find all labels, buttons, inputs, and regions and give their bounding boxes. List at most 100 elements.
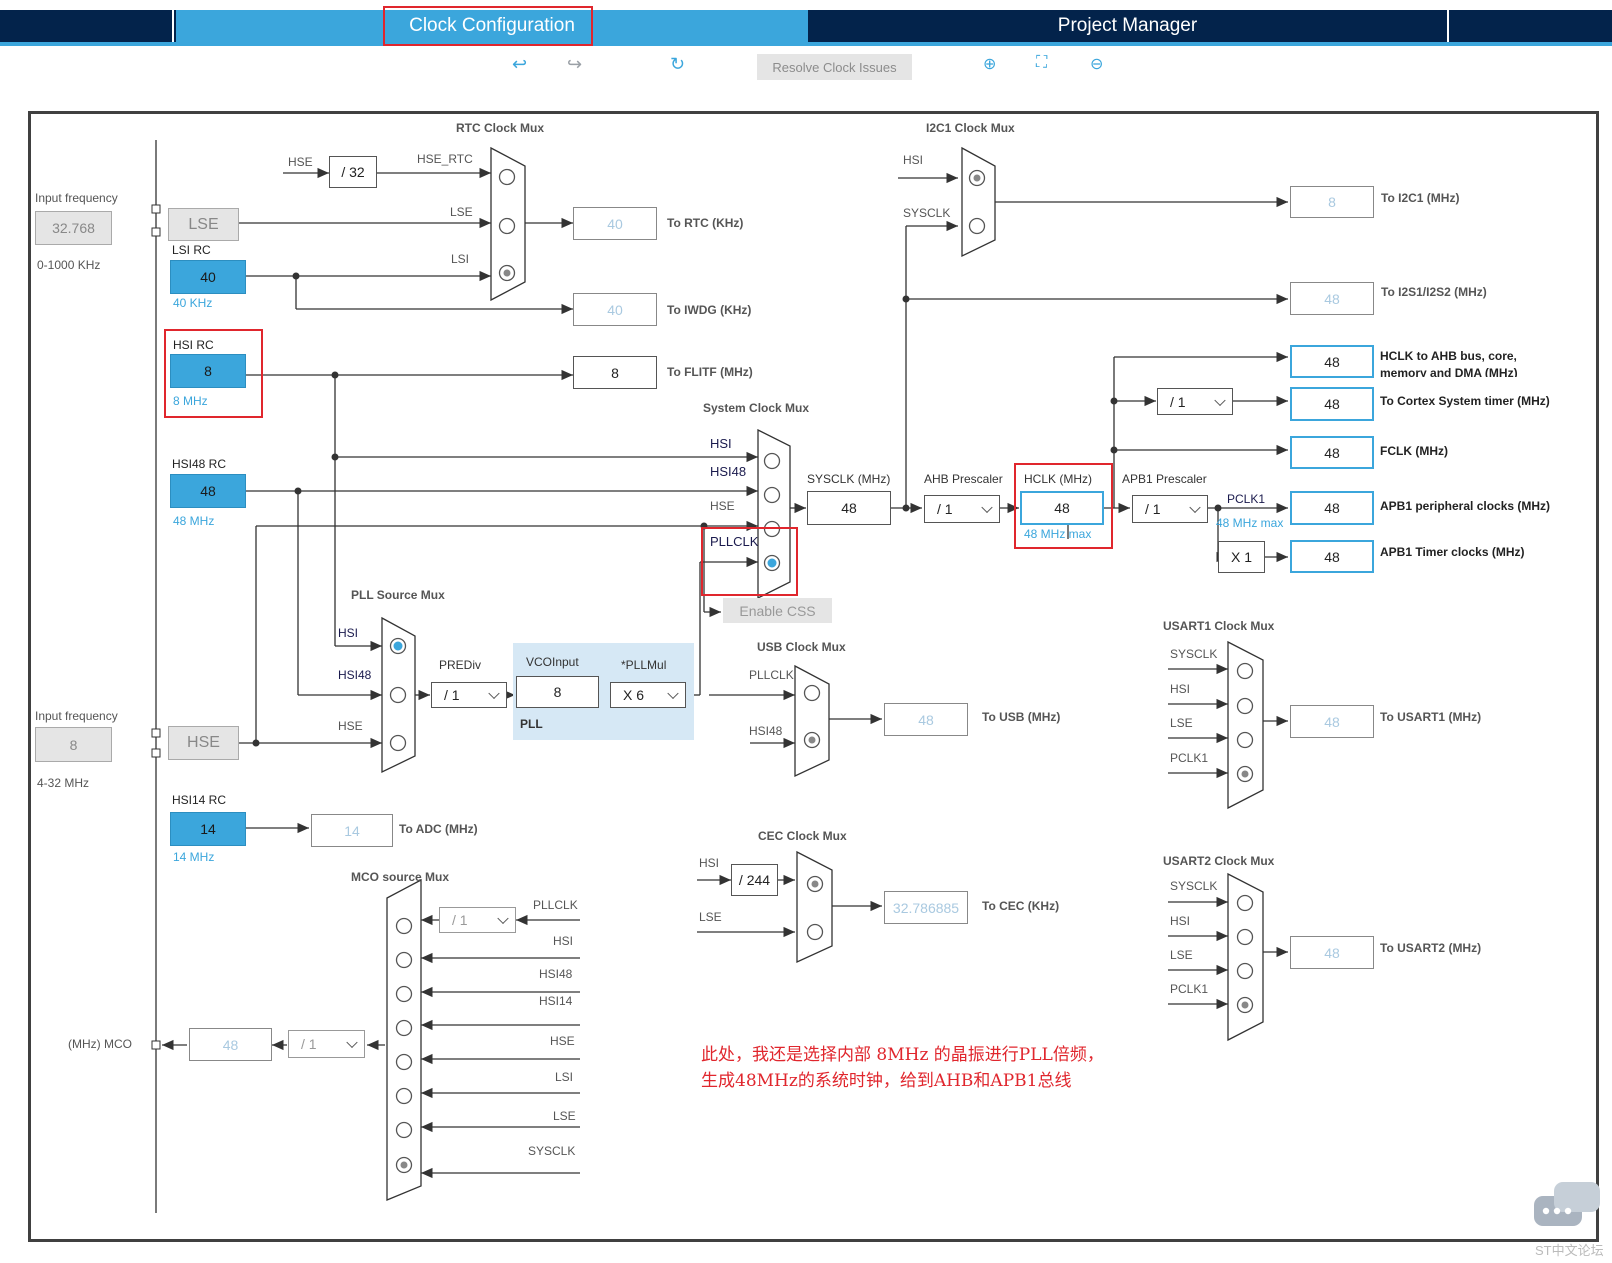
lse-block[interactable]: LSE [168, 208, 239, 241]
resolve-clock-issues-button[interactable]: Resolve Clock Issues [757, 54, 912, 80]
usart1-sysclk-label: SYSCLK [1170, 647, 1218, 661]
cec-output-field: 32.786885 [884, 891, 968, 924]
usb-pllclk-label: PLLCLK [749, 668, 794, 682]
cec-mux-title: CEC Clock Mux [758, 829, 847, 843]
hse-range-label: 4-32 MHz [37, 776, 90, 790]
mco-hse-label: HSE [550, 1034, 575, 1048]
usb-hsi48-label: HSI48 [749, 724, 783, 738]
chevron-down-icon [1189, 501, 1201, 514]
lse-input-frequency-label: Input frequency [35, 191, 118, 205]
lsi-rc-frequency: 40 KHz [173, 296, 213, 310]
chevron-down-icon [981, 501, 993, 514]
rtc-hse-divider: / 32 [329, 156, 377, 188]
usart2-output-field: 48 [1290, 936, 1374, 969]
redo-icon[interactable]: ↪ [567, 54, 583, 74]
hsi48-rc-frequency: 48 MHz [173, 514, 215, 528]
pll-name-label: PLL [520, 717, 543, 731]
fit-screen-icon[interactable]: ⛶ [1036, 54, 1048, 71]
chevron-down-icon [667, 687, 679, 700]
annotation-note-line1: 此处，我还是选择内部 8MHz 的晶振进行PLL倍频， [701, 1045, 1104, 1065]
mco-hsi48-label: HSI48 [539, 967, 573, 981]
usart1-output-label: To USART1 (MHz) [1380, 710, 1482, 724]
hclk-max-label: 48 MHz max [1024, 527, 1092, 541]
mco-hsi14-label: HSI14 [539, 994, 573, 1008]
apb1-timer-multiplier: X 1 [1218, 541, 1265, 573]
rtc-lse-label: LSE [450, 205, 473, 219]
mco-divider-value: / 1 [301, 1036, 317, 1052]
sysclk-value-field: 48 [807, 491, 891, 525]
usart2-lse-label: LSE [1170, 948, 1193, 962]
chevron-down-icon [1214, 394, 1226, 406]
zoom-in-icon[interactable]: ⊕ [983, 56, 997, 73]
pllmul-select[interactable]: X 6 [610, 682, 686, 708]
ahb-prescaler-label: AHB Prescaler [924, 472, 1003, 486]
sysclk-label: SYSCLK (MHz) [807, 472, 891, 486]
chevron-down-icon [497, 912, 509, 925]
rtc-lsi-label: LSI [451, 252, 470, 266]
enable-css-button[interactable]: Enable CSS [723, 598, 832, 623]
mco-pll-divider-select[interactable]: / 1 [439, 907, 516, 933]
cortex-timer-divider-select[interactable]: / 1 [1157, 388, 1233, 415]
usart1-pclk1-label: PCLK1 [1170, 751, 1209, 765]
i2c1-sysclk-label: SYSCLK [903, 206, 951, 220]
usart1-output-field: 48 [1290, 705, 1374, 738]
prediv-select[interactable]: / 1 [431, 682, 507, 708]
rtc-output-label: To RTC (KHz) [667, 216, 744, 230]
mco-pllclk-label: PLLCLK [533, 898, 578, 912]
rtc-hse-rtc-label: HSE_RTC [417, 152, 473, 166]
annotation-highlight-tab [383, 6, 593, 46]
annotation-highlight-hclk [1014, 463, 1113, 549]
sysmux-pllclk-label: PLLCLK [710, 534, 759, 549]
reset-icon[interactable]: ↻ [670, 54, 686, 74]
i2s-output-label: To I2S1/I2S2 (MHz) [1381, 285, 1487, 299]
lse-range-label: 0-1000 KHz [37, 258, 101, 272]
tab-clock-label: Clock Configuration [409, 15, 575, 36]
pclk1-label: PCLK1 [1227, 492, 1266, 506]
ahb-prescaler-value: / 1 [937, 501, 953, 517]
tab-tools[interactable] [1447, 10, 1612, 42]
mco-lse-label: LSE [553, 1109, 576, 1123]
hsi14-rc-block: 14 [170, 812, 246, 846]
tab-underline [0, 42, 1612, 46]
vcoinput-field: 8 [516, 676, 599, 708]
hsi-rc-title: HSI RC [173, 338, 214, 352]
cortex-timer-output-field: 48 [1290, 387, 1374, 421]
prediv-value: / 1 [444, 687, 460, 703]
pllsrc-hsi-label: HSI [338, 626, 359, 640]
usb-output-field: 48 [884, 703, 968, 736]
hse-block[interactable]: HSE [168, 726, 239, 760]
apb1-prescaler-select[interactable]: / 1 [1132, 495, 1208, 523]
tab-pinout[interactable] [0, 10, 174, 42]
tab-project-manager[interactable]: Project Manager [812, 10, 1443, 42]
rtc-mux-title: RTC Clock Mux [456, 121, 545, 135]
mco-pll-divider-value: / 1 [452, 912, 468, 928]
undo-icon[interactable]: ↩ [512, 54, 528, 74]
annotation-highlight-hsi-rc [164, 329, 263, 418]
i2c1-output-label: To I2C1 (MHz) [1381, 191, 1460, 205]
lsi-rc-title: LSI RC [172, 243, 211, 257]
usart1-hsi-label: HSI [1170, 682, 1191, 696]
hse-input-frequency-field[interactable]: 8 [35, 727, 112, 762]
zoom-out-icon[interactable]: ⊖ [1090, 56, 1104, 73]
usb-output-label: To USB (MHz) [982, 710, 1061, 724]
hsi-rc-block: 8 [170, 354, 246, 388]
adc-output-field: 14 [311, 814, 393, 847]
tab-clock-configuration[interactable]: Clock Configuration [176, 10, 808, 42]
lse-input-frequency-field[interactable]: 32.768 [35, 211, 112, 245]
pllmul-value: X 6 [623, 687, 645, 703]
hsi14-rc-frequency: 14 MHz [173, 850, 215, 864]
apb1-prescaler-label: APB1 Prescaler [1122, 472, 1207, 486]
usart1-mux-title: USART1 Clock Mux [1163, 619, 1275, 633]
hclk-input[interactable]: 48 [1020, 491, 1104, 525]
mco-output-label: (MHz) MCO [68, 1037, 132, 1051]
mco-divider-select[interactable]: / 1 [288, 1030, 365, 1058]
usb-mux-title: USB Clock Mux [757, 640, 846, 654]
annotation-note-line2: 生成48MHz的系统时钟，给到AHB和APB1总线 [701, 1071, 1072, 1091]
iwdg-output-label: To IWDG (KHz) [667, 303, 752, 317]
cortex-timer-output-label: To Cortex System timer (MHz) [1380, 394, 1550, 408]
ahb-prescaler-select[interactable]: / 1 [924, 495, 1000, 523]
apb1-peripheral-output-field: 48 [1290, 491, 1374, 525]
adc-output-label: To ADC (MHz) [399, 822, 478, 836]
pllsrc-hse-label: HSE [338, 719, 363, 733]
